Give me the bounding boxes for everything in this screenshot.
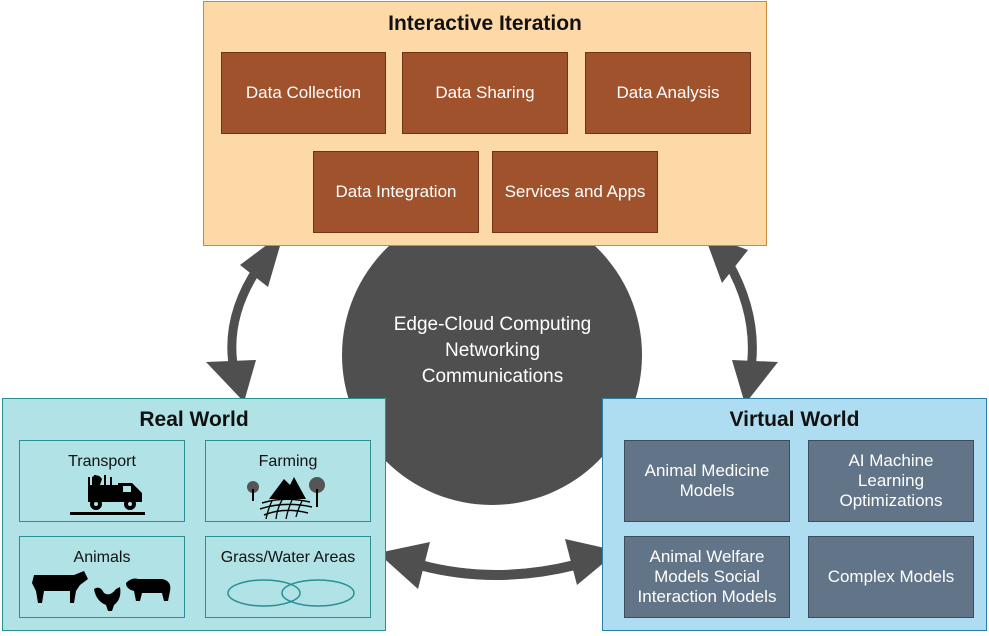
box-line: Models Social	[654, 567, 760, 586]
farming-box: Farming	[205, 440, 371, 522]
box-line: Animal Welfare	[649, 547, 765, 566]
complex-models-box: Complex Models	[808, 536, 974, 618]
chicken-icon	[94, 587, 121, 611]
hub-line: Edge-Cloud Computing	[393, 314, 592, 335]
hub-line: Networking	[444, 340, 541, 361]
overlapping-ellipses-icon	[227, 579, 355, 607]
cow-icon	[32, 571, 88, 603]
box-line: AI Machine	[848, 451, 934, 470]
pig-icon	[126, 578, 171, 601]
edge-cloud-hub-circle	[342, 205, 642, 505]
services-apps-box: Services and Apps	[492, 151, 658, 233]
transport-box: Transport	[19, 440, 185, 522]
data-integration-box: Data Integration	[313, 151, 479, 233]
hub-line: Communications	[421, 366, 564, 387]
farm-landscape-icon	[247, 477, 325, 520]
animals-box: Animals	[19, 536, 185, 618]
arrow-iteration-real-world	[206, 232, 284, 402]
arrow-iteration-virtual-world	[704, 234, 778, 404]
arrow-real-virtual-world	[378, 539, 618, 589]
animal-medicine-models-box: Animal Medicine Models	[624, 440, 790, 522]
box-label: Transport	[68, 453, 136, 470]
box-line: Models	[679, 481, 735, 500]
data-collection-box: Data Collection	[221, 52, 386, 134]
box-line: Complex Models	[827, 567, 955, 586]
interactive-iteration-panel: Interactive Iteration Data Collection Da…	[203, 1, 767, 246]
box-line: Interaction Models	[637, 587, 777, 606]
panel-title: Real World	[139, 408, 249, 431]
panel-title: Virtual World	[729, 408, 860, 431]
panel-title: Interactive Iteration	[388, 12, 582, 35]
animal-welfare-models-box: Animal Welfare Models Social Interaction…	[624, 536, 790, 618]
data-analysis-box: Data Analysis	[585, 52, 751, 134]
box-label: Farming	[258, 453, 318, 470]
hub-label: Edge-Cloud Computing Networking Communic…	[355, 312, 630, 390]
box-label: Grass/Water Areas	[220, 549, 356, 566]
data-sharing-box: Data Sharing	[402, 52, 568, 134]
box-line: Optimizations	[839, 491, 943, 510]
real-world-panel: Real World Transport Farming Animals	[2, 398, 386, 631]
ai-ml-optimizations-box: AI Machine Learning Optimizations	[808, 440, 974, 522]
box-line: Learning	[857, 471, 925, 490]
grass-water-areas-box: Grass/Water Areas	[205, 536, 371, 618]
box-line: Animal Medicine	[644, 461, 770, 480]
box-label: Animals	[73, 549, 131, 566]
livestock-icon	[32, 571, 171, 611]
truck-icon	[70, 475, 145, 515]
virtual-world-panel: Virtual World Animal Medicine Models AI …	[602, 398, 987, 631]
